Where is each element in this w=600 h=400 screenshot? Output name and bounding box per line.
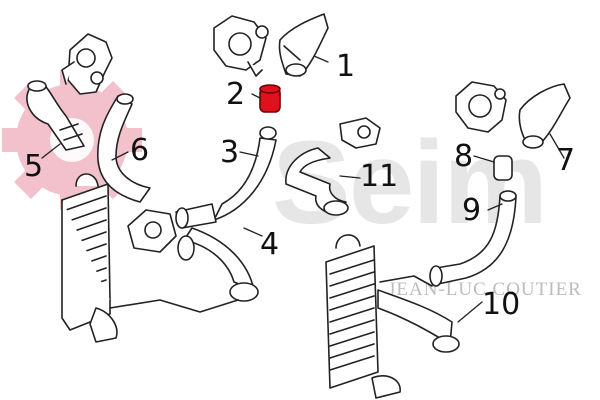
callout-6: 6 [130,133,150,168]
turbo-right [455,81,507,133]
callout-4: 4 [260,227,280,262]
elbow-1 [278,13,329,77]
callout-10: 10 [482,287,521,322]
callout-11: 11 [360,159,399,194]
elbow-7 [518,83,571,145]
callout-8: 8 [454,139,474,174]
callout-9: 9 [462,193,482,228]
hose-11 [285,147,347,215]
callout-2: 2 [226,77,246,112]
callout-5: 5 [24,149,44,184]
turbo-left [61,33,113,95]
callout-3: 3 [220,135,240,170]
turbo-center [213,15,269,77]
hose-4 [183,227,255,291]
callout-7: 7 [556,143,576,178]
callout-1: 1 [336,49,356,84]
intercooler-right [325,234,401,399]
intercooler-left [61,173,118,343]
hose-8 [493,155,513,181]
hose-5 [26,81,85,151]
hose-10 [377,289,453,345]
hose-9 [435,195,517,285]
hose-6 [97,95,151,203]
